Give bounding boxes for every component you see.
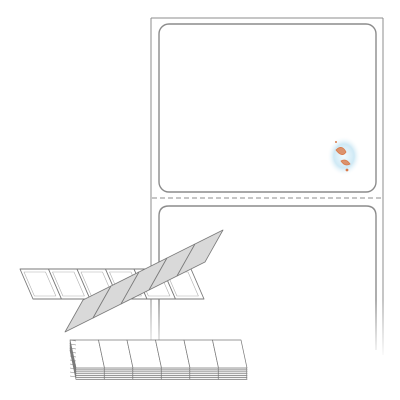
stack-edge-line — [69, 351, 77, 354]
fanfold-stack — [19, 229, 248, 380]
fanfold-top-label — [52, 271, 85, 297]
fanfold-fold-panel — [176, 229, 224, 277]
stack-edge-line — [69, 355, 77, 358]
label-top — [158, 23, 377, 193]
fish-hologram-icon — [327, 136, 361, 176]
label-bottom — [158, 205, 377, 350]
stack-edge-line — [69, 339, 77, 342]
stack-edge-line — [69, 359, 77, 362]
fanfold-stack-panel — [212, 339, 248, 369]
stack-edge-line — [69, 343, 77, 346]
stack-edge-line — [69, 375, 77, 378]
stack-edge-line — [69, 367, 77, 370]
stack-edge-line — [69, 363, 77, 366]
stack-edge-line — [69, 347, 77, 350]
stack-edge-line — [69, 371, 77, 374]
fanfold-top-label — [23, 271, 57, 297]
